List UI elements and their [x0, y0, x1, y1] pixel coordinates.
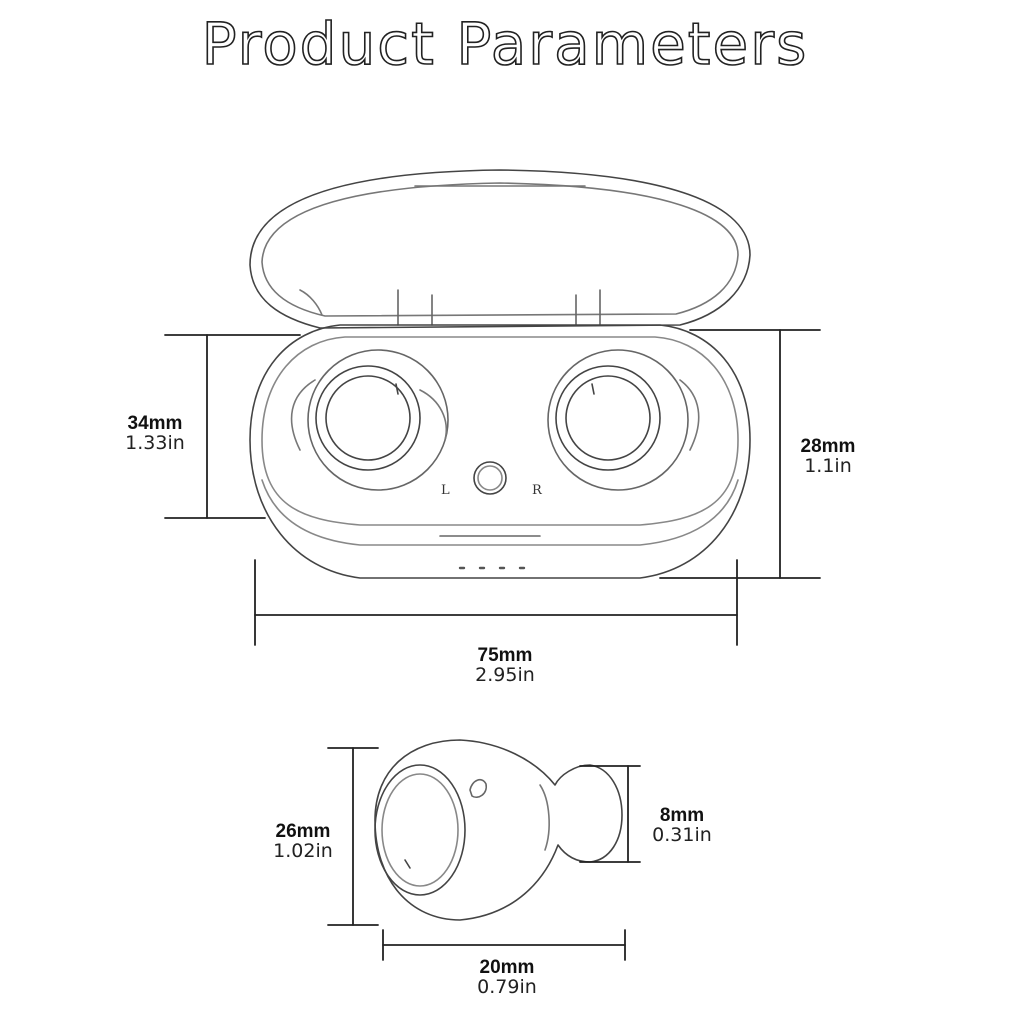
case-depth-in: 1.1in: [804, 454, 852, 477]
earbud-height-dimension: 26mm 1.02in: [248, 822, 358, 862]
left-label: L: [441, 483, 450, 498]
earbud-width-in: 0.79in: [477, 975, 537, 998]
earbud-height-mm: 26mm: [275, 821, 331, 842]
eartip-height-dimension: 8mm 0.31in: [632, 806, 732, 846]
earbud-width-mm: 20mm: [479, 957, 535, 978]
case-height-mm: 34mm: [127, 413, 183, 434]
case-base-illustration: [249, 324, 751, 579]
earbud-dimension-lines: [327, 747, 641, 961]
eartip-height-mm: 8mm: [659, 805, 705, 826]
case-depth-mm: 28mm: [800, 436, 856, 457]
page-title: Product Parameters: [201, 9, 809, 79]
case-width-in: 2.95in: [475, 663, 535, 686]
case-width-dimension: 75mm 2.95in: [450, 646, 560, 686]
earbud-illustration: [374, 739, 623, 921]
eartip-height-in: 0.31in: [652, 823, 712, 846]
earbud-height-in: 1.02in: [273, 839, 333, 862]
case-lid-illustration: [249, 169, 751, 329]
right-label: R: [532, 483, 543, 498]
case-height-in: 1.33in: [125, 431, 185, 454]
case-dimension-lines: [164, 329, 821, 646]
case-height-dimension: 34mm 1.33in: [100, 414, 210, 454]
case-width-mm: 75mm: [477, 645, 533, 666]
earbud-width-dimension: 20mm 0.79in: [452, 958, 562, 998]
case-depth-dimension: 28mm 1.1in: [778, 437, 878, 477]
